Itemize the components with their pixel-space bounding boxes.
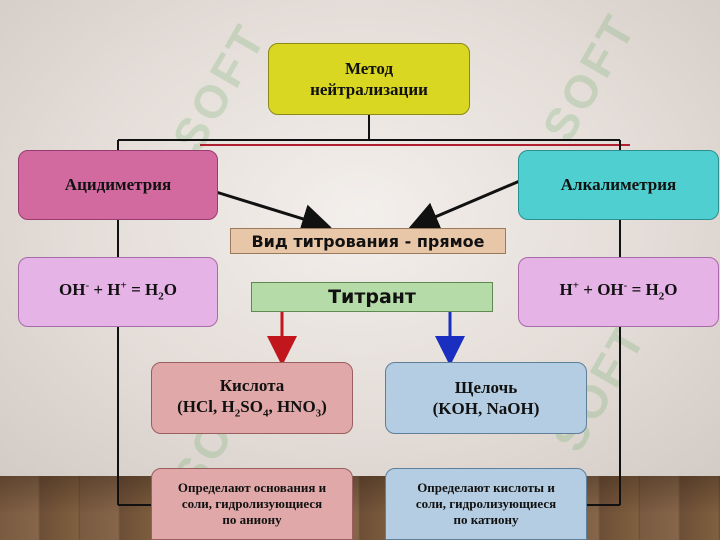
eq-part: H [559,280,573,300]
eq-part: O [163,280,177,300]
formula-sub: 3 [315,407,322,420]
base-note-line3: по катиону [453,512,519,528]
eq-part: = H [126,280,159,300]
formula-part: (HCl, H [177,397,235,417]
alkalimetry-equation: H+ + OH- = H2O [518,257,719,327]
acid-box: Кислота (HCl, H2SO4, HNO3) [151,362,353,434]
root-method-line2: нейтрализации [310,80,428,99]
base-box: Щелочь (KOH, NaOH) [385,362,587,434]
eq-sup: - [623,279,628,292]
eq-part: OH [59,280,86,300]
eq-part: + H [89,280,121,300]
acid-note-line1: Определают основания и [177,479,327,495]
root-method-line1: Метод [344,58,394,78]
acid-formula: (HCl, H2SO4, HNO3) [177,396,327,421]
alkalimetry-title: Алкалиметрия [560,175,677,195]
eq-part: + OH [579,280,624,300]
base-note-line1: Определают кислоты и [417,479,555,495]
eq-sup: + [120,279,127,292]
acidimetry-title: Ацидиметрия [64,175,172,195]
eq-part: O [664,280,678,300]
acid-name: Кислота [219,375,285,395]
acid-note-box: Определают основания и соли, гидролизующ… [151,468,353,540]
eq-sub: 2 [158,290,164,303]
formula-part: SO [240,397,263,417]
acidimetry-box: Ацидиметрия [18,150,218,220]
base-formula: (KOH, NaOH) [432,399,540,418]
formula-sub: 4 [262,407,269,420]
titration-kind-label: Вид титрования - прямое [230,228,506,254]
formula-part: , HNO [268,397,316,417]
eq-sup: - [85,279,90,292]
eq-sub: 2 [658,290,665,303]
base-note-line2: соли, гидролизующиеся [415,495,557,511]
formula-sub: 2 [234,407,241,420]
base-note-box: Определают кислоты и соли, гидролизующие… [385,468,587,540]
eq-sup: + [572,279,580,292]
base-name: Щелочь [454,377,518,397]
acid-note-line3: по аниону [222,512,282,528]
titrant-label: Титрант [251,282,493,312]
root-method-box: Метод нейтрализации [268,43,470,115]
eq-part: = H [627,280,659,300]
acid-note-line2: соли, гидролизующиеся [181,495,323,511]
acidimetry-equation: OH- + H+ = H2O [18,257,218,327]
formula-part: ) [321,397,327,417]
alkalimetry-box: Алкалиметрия [518,150,719,220]
background-floor [0,476,720,540]
